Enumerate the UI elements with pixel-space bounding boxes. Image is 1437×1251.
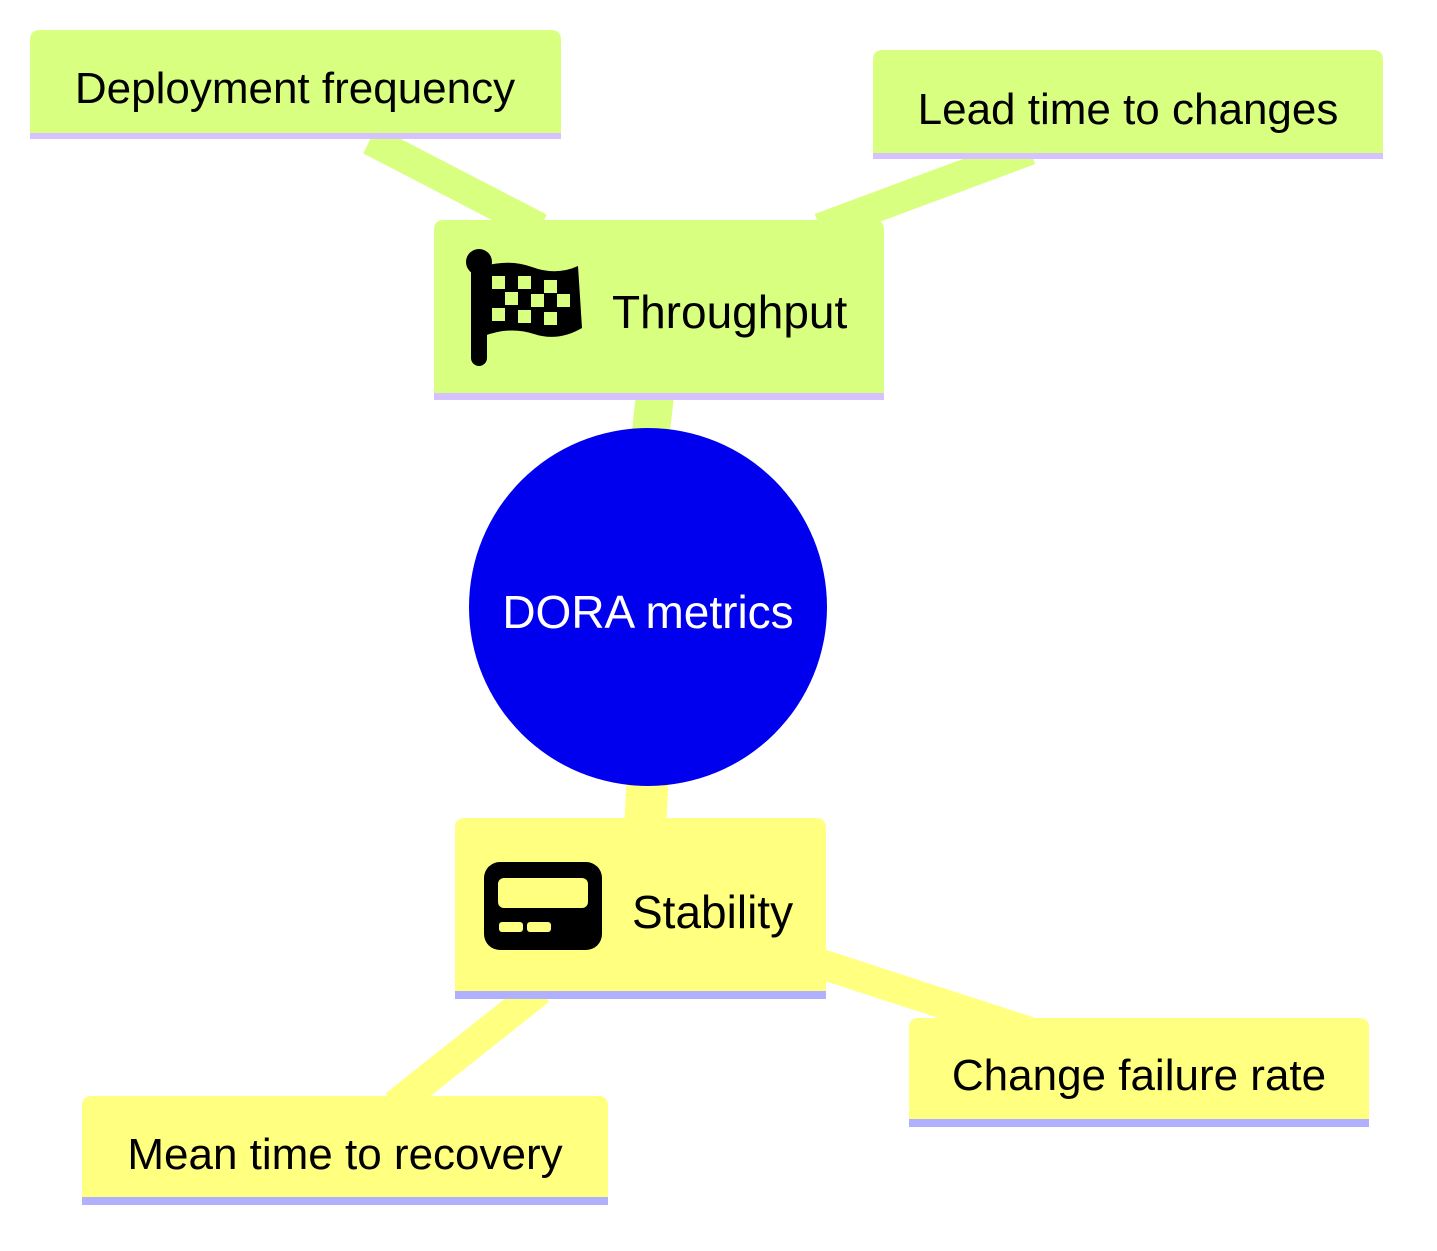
connector-throughput-lead-time — [814, 135, 1036, 243]
node-lead-time-to-changes: Lead time to changes — [873, 50, 1383, 159]
connector-stability-mean-time — [385, 978, 550, 1117]
node-root: DORA metrics — [469, 428, 827, 786]
node-label: Mean time to recovery — [127, 1130, 562, 1179]
node-underline — [434, 393, 884, 400]
root-label: DORA metrics — [502, 586, 793, 638]
connector-throughput-deployment-frequency — [363, 126, 547, 242]
node-change-failure-rate: Change failure rate — [909, 1018, 1369, 1127]
node-underline — [909, 1119, 1369, 1127]
node-label: Lead time to changes — [918, 85, 1339, 134]
node-label: Throughput — [612, 286, 847, 338]
checkered-flag-icon — [466, 249, 582, 366]
node-underline — [873, 153, 1383, 159]
node-underline — [82, 1197, 608, 1205]
node-label: Change failure rate — [952, 1051, 1326, 1100]
node-mean-time-to-recovery: Mean time to recovery — [82, 1096, 608, 1205]
node-label: Deployment frequency — [75, 64, 515, 113]
pager-icon — [484, 862, 602, 950]
node-stability: Stability — [455, 818, 826, 999]
node-deployment-frequency: Deployment frequency — [30, 30, 561, 139]
node-underline — [30, 133, 561, 139]
node-throughput: Throughput — [434, 220, 884, 400]
node-label: Stability — [632, 886, 793, 938]
node-underline — [455, 991, 826, 999]
